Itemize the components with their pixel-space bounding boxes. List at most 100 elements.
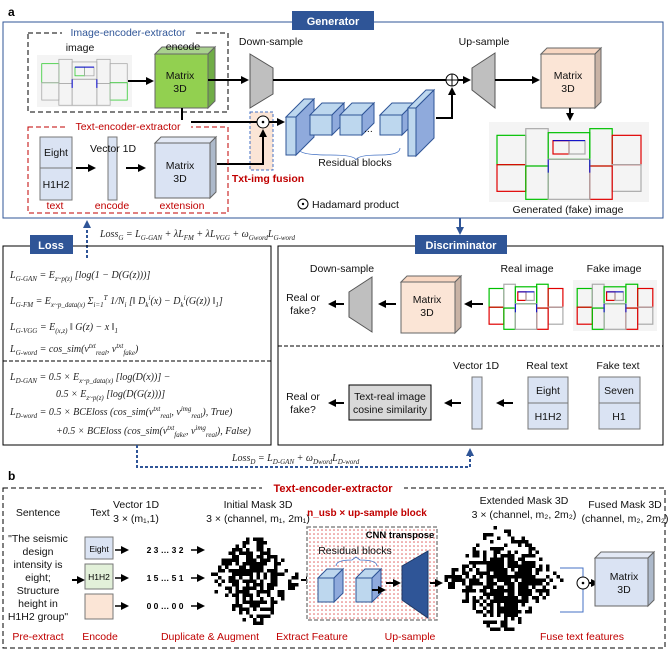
cosine-box-label: cosine similarity bbox=[353, 404, 428, 416]
noise-cell bbox=[521, 578, 525, 582]
cube-front bbox=[594, 557, 649, 607]
noise-cell bbox=[490, 627, 494, 631]
noise-cell bbox=[239, 569, 243, 573]
plan-room bbox=[603, 303, 627, 330]
fusion-label: Txt-img fusion bbox=[232, 173, 304, 185]
noise-cell bbox=[242, 590, 246, 594]
noise-cell bbox=[246, 548, 250, 552]
noise-cell bbox=[535, 599, 539, 603]
cube-top bbox=[399, 275, 463, 283]
residual-block bbox=[407, 107, 417, 157]
noise-cell bbox=[458, 575, 462, 579]
cube-top bbox=[153, 136, 218, 144]
noise-cell bbox=[497, 585, 501, 589]
text-value: Eight bbox=[536, 385, 560, 397]
noise-cell bbox=[260, 590, 264, 594]
step-label: Encode bbox=[82, 631, 118, 643]
noise-cell bbox=[514, 610, 518, 614]
loss-title: Loss bbox=[38, 240, 64, 252]
noise-cell bbox=[525, 596, 529, 600]
noise-cell bbox=[281, 572, 285, 576]
real-text-label: Real text bbox=[526, 360, 568, 372]
noise-cell bbox=[260, 614, 264, 618]
fused-matrix-cube bbox=[593, 550, 656, 608]
noise-cell bbox=[448, 575, 452, 579]
noise-cell bbox=[288, 586, 292, 590]
noise-cell bbox=[465, 596, 469, 600]
generator-title: Generator bbox=[307, 16, 360, 28]
matrix-label: Matrix bbox=[413, 294, 442, 306]
noise-cell bbox=[260, 541, 264, 545]
noise-cell bbox=[249, 614, 253, 618]
cube-side bbox=[454, 274, 462, 335]
cube-front bbox=[400, 281, 456, 334]
noise-cell bbox=[462, 571, 466, 575]
noise-cell bbox=[507, 613, 511, 617]
noise-cell bbox=[228, 562, 232, 566]
noise-cell bbox=[493, 550, 497, 554]
equation-supscript: txt bbox=[153, 405, 161, 413]
noise-cell bbox=[514, 613, 518, 617]
noise-cell bbox=[232, 548, 236, 552]
equation-text: + ω bbox=[294, 453, 313, 464]
noise-cell bbox=[511, 540, 515, 544]
noise-cell bbox=[500, 620, 504, 624]
noise-cell bbox=[504, 613, 508, 617]
noise-cell bbox=[249, 593, 253, 597]
noise-cell bbox=[458, 578, 462, 582]
noise-cell bbox=[295, 583, 299, 587]
equation-subscript: Dword bbox=[312, 458, 333, 466]
noise-cell bbox=[507, 627, 511, 631]
noise-cell bbox=[507, 554, 511, 558]
noise-cell bbox=[465, 585, 469, 589]
sentence-line: intensity is bbox=[13, 559, 62, 571]
noise-cell bbox=[490, 564, 494, 568]
noise-cell bbox=[225, 565, 229, 569]
noise-cell bbox=[521, 536, 525, 540]
initial-mask-label: Initial Mask 3D bbox=[224, 499, 293, 511]
noise-cell bbox=[479, 561, 483, 565]
noise-cell bbox=[528, 550, 532, 554]
hadamard-product-icon bbox=[256, 115, 270, 129]
noise-cell bbox=[263, 551, 267, 555]
equation-text: = cos_sim(v bbox=[37, 344, 89, 355]
loss-equation: +0.5 × BCEloss (cos_sim(vtxtfake, vimgre… bbox=[56, 424, 251, 439]
noise-cell bbox=[260, 597, 264, 601]
noise-cell bbox=[256, 583, 260, 587]
noise-cell bbox=[504, 617, 508, 621]
noise-cell bbox=[249, 551, 253, 555]
noise-cell bbox=[490, 620, 494, 624]
noise-cell bbox=[284, 569, 288, 573]
noise-cell bbox=[504, 543, 508, 547]
equation-supscript: txt bbox=[116, 342, 124, 350]
equation-subscript: G-GAN bbox=[16, 275, 38, 283]
noise-cell bbox=[546, 575, 550, 579]
noise-cell bbox=[260, 583, 264, 587]
noise-cell bbox=[232, 604, 236, 608]
noise-cell bbox=[232, 576, 236, 580]
noise-cell bbox=[542, 578, 546, 582]
noise-cell bbox=[476, 571, 480, 575]
noise-cell bbox=[511, 613, 515, 617]
noise-cell bbox=[274, 555, 278, 559]
noise-cell bbox=[267, 607, 271, 611]
noise-cell bbox=[221, 562, 225, 566]
equation-subscript: x~p_data(x) bbox=[50, 301, 86, 309]
equation-subscript: D-word bbox=[337, 458, 360, 466]
noise-cell bbox=[249, 562, 253, 566]
noise-cell bbox=[270, 572, 274, 576]
step-label: Duplicate & Augment bbox=[161, 631, 259, 643]
matrix-label: Matrix bbox=[166, 160, 195, 172]
noise-cell bbox=[514, 550, 518, 554]
vector-label: Vector 1D bbox=[113, 499, 160, 511]
noise-cell bbox=[493, 575, 497, 579]
residual-block bbox=[309, 114, 333, 136]
noise-cell bbox=[232, 551, 236, 555]
noise-cell bbox=[518, 589, 522, 593]
noise-cell bbox=[514, 575, 518, 579]
noise-cell bbox=[483, 533, 487, 537]
fake-floor-plan-image bbox=[573, 280, 657, 331]
noise-cell bbox=[497, 592, 501, 596]
noise-cell bbox=[253, 618, 257, 622]
noise-cell bbox=[546, 592, 550, 596]
